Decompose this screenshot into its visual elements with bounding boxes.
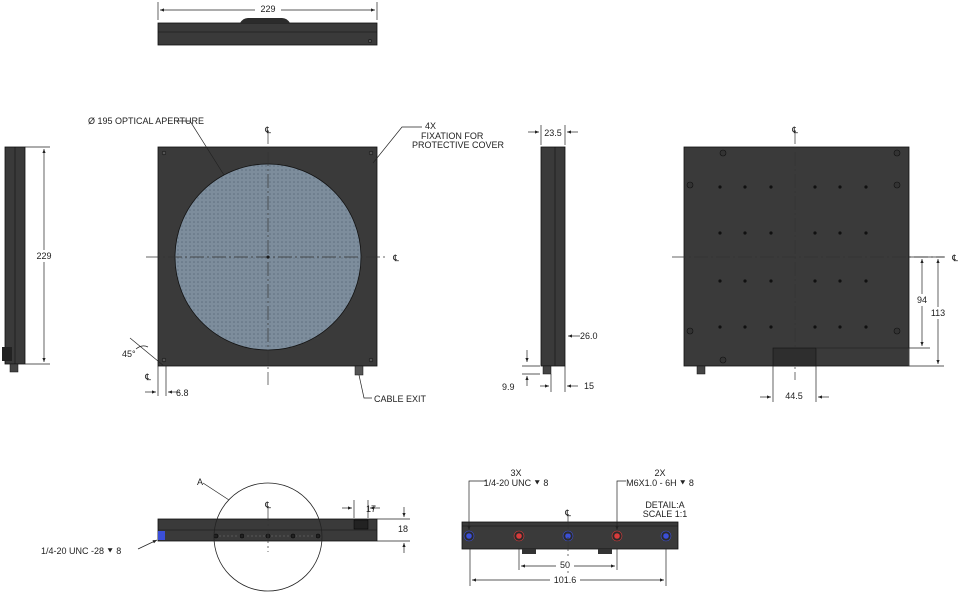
chamfer-centerline: ℄ bbox=[144, 372, 151, 382]
thread-hole-core bbox=[516, 533, 522, 539]
mounting-hole bbox=[893, 149, 901, 157]
front-centerline-right: ℄ bbox=[392, 253, 399, 263]
detail-circle-a bbox=[213, 482, 323, 592]
chamfer-offset-dim: 6.8 bbox=[176, 388, 189, 398]
threaded-hole bbox=[813, 231, 817, 235]
fixation-count: 4X bbox=[425, 121, 436, 131]
mounting-hole bbox=[686, 327, 694, 335]
threaded-hole bbox=[718, 279, 722, 283]
detail-dim-101-6: 101.6 bbox=[554, 575, 577, 585]
threaded-hole bbox=[743, 325, 747, 329]
threaded-hole bbox=[769, 185, 773, 189]
fixation-text-2: PROTECTIVE COVER bbox=[412, 140, 505, 150]
detail-centerline: ℄ bbox=[564, 508, 571, 518]
back-dim-94: 94 bbox=[917, 295, 927, 305]
threaded-hole bbox=[838, 325, 842, 329]
front-centerline-top: ℄ bbox=[264, 125, 271, 135]
detail-2x-spec: M6X1.0 - 6H ⯆ 8 bbox=[626, 478, 694, 488]
chamfer-angle: 45° bbox=[122, 349, 136, 359]
side-offset-dim-2: 15 bbox=[584, 381, 594, 391]
detail-3x-spec: 1/4-20 UNC ⯆ 8 bbox=[484, 478, 549, 488]
detail-label: DETAIL:A bbox=[645, 500, 684, 510]
back-centerline-right: ℄ bbox=[951, 253, 958, 263]
threaded-hole bbox=[813, 325, 817, 329]
bottom-hole bbox=[290, 533, 296, 539]
mounting-hole bbox=[893, 327, 901, 335]
detail-dim-50: 50 bbox=[560, 560, 570, 570]
threaded-hole bbox=[769, 231, 773, 235]
detail-scale: SCALE 1:1 bbox=[643, 509, 688, 519]
threaded-hole bbox=[864, 185, 868, 189]
back-view: ℄ ℄ 94 113 44.5 bbox=[672, 125, 958, 402]
threaded-hole bbox=[718, 325, 722, 329]
detail-callout-a: A bbox=[197, 477, 203, 487]
thread-hole-core bbox=[663, 533, 669, 539]
threaded-hole bbox=[838, 231, 842, 235]
threaded-hole bbox=[864, 279, 868, 283]
bottom-dim-17: 17 bbox=[366, 504, 376, 514]
fixation-text-1: FIXATION FOR bbox=[421, 131, 484, 141]
detail-3x-count: 3X bbox=[510, 468, 521, 478]
bottom-view: ℄ A 1/4-20 UNC -28 ⯆ 8 17 18 bbox=[41, 477, 410, 592]
left-height-dim: 229 bbox=[36, 251, 51, 261]
side-depth-dim: 23.5 bbox=[544, 128, 562, 138]
threaded-hole bbox=[743, 279, 747, 283]
detail-2x-count: 2X bbox=[654, 468, 665, 478]
threaded-hole bbox=[813, 279, 817, 283]
top-width-dim: 229 bbox=[260, 4, 275, 14]
threaded-hole bbox=[743, 185, 747, 189]
back-centerline-top: ℄ bbox=[791, 125, 798, 135]
thread-hole-core bbox=[466, 533, 472, 539]
mounting-hole bbox=[893, 181, 901, 189]
side-connector-dim: 26.0 bbox=[580, 331, 598, 341]
bottom-centerline: ℄ bbox=[264, 500, 271, 510]
back-dim-44-5: 44.5 bbox=[785, 391, 803, 401]
bottom-hole bbox=[315, 533, 321, 539]
threaded-hole bbox=[769, 279, 773, 283]
threaded-hole bbox=[743, 231, 747, 235]
bottom-hole bbox=[213, 533, 219, 539]
threaded-hole bbox=[813, 185, 817, 189]
back-dim-113: 113 bbox=[931, 308, 945, 318]
threaded-hole bbox=[838, 279, 842, 283]
side-view: 23.5 26.0 9.9 15 bbox=[502, 125, 598, 392]
mounting-hole bbox=[719, 149, 727, 157]
bottom-thread-callout: 1/4-20 UNC -28 ⯆ 8 bbox=[41, 546, 121, 556]
mounting-hole bbox=[719, 356, 727, 364]
aperture-callout: Ø 195 OPTICAL APERTURE bbox=[88, 116, 204, 126]
threaded-hole bbox=[718, 231, 722, 235]
cable-exit-label: CABLE EXIT bbox=[374, 394, 427, 404]
thread-hole-core bbox=[614, 533, 620, 539]
threaded-hole bbox=[769, 325, 773, 329]
mounting-hole bbox=[686, 181, 694, 189]
top-view: 229 bbox=[157, 2, 378, 46]
threaded-hole bbox=[864, 325, 868, 329]
threaded-hole bbox=[718, 185, 722, 189]
side-offset-dim-1: 9.9 bbox=[502, 382, 515, 392]
threaded-hole bbox=[864, 231, 868, 235]
threaded-hole bbox=[838, 185, 842, 189]
front-view: ℄ ℄ Ø 195 OPTICAL APERTURE 4X FIXATION F… bbox=[88, 116, 505, 404]
bottom-dim-18: 18 bbox=[398, 524, 408, 534]
bottom-hole bbox=[239, 533, 245, 539]
left-view: 229 bbox=[2, 146, 53, 373]
detail-view: ℄ 3X 1/4-20 UNC ⯆ 8 2X M6X1.0 - 6H ⯆ 8 D… bbox=[461, 468, 694, 586]
